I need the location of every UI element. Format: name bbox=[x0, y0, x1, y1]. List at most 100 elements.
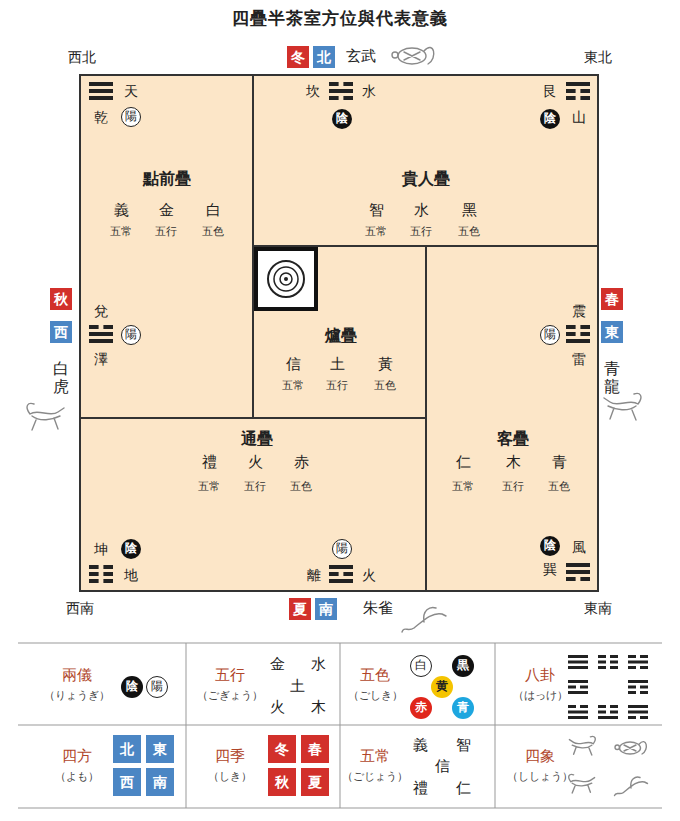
legend-heading: 兩儀 bbox=[62, 667, 92, 684]
mat-name: 貴人疊 bbox=[402, 170, 450, 188]
mat-name: 爐疊 bbox=[325, 327, 357, 345]
attribute-label: 土 bbox=[330, 356, 345, 373]
yin-circle: 陰 bbox=[332, 109, 352, 129]
symbol-label: 陰 bbox=[126, 680, 138, 694]
trigram-label: 巽 bbox=[543, 561, 557, 577]
season-box: 秋 bbox=[268, 768, 296, 796]
symbol-label: 黒 bbox=[457, 659, 469, 673]
table-lines bbox=[18, 643, 662, 808]
tatami-mat: 通疊禮火赤五常五行五色坤地離火陰陽 bbox=[80, 418, 426, 591]
direction-label: 東北 bbox=[584, 49, 612, 65]
trigram-label: 地 bbox=[124, 567, 138, 583]
legend-item: 仁 bbox=[456, 780, 471, 797]
symbol-label: 冬 bbox=[275, 741, 289, 757]
direction-box: 東 bbox=[146, 735, 174, 763]
legend-heading: 五色 bbox=[360, 667, 390, 684]
category-label: 五色 bbox=[202, 226, 224, 239]
reading-label: （ごじょう） bbox=[342, 771, 408, 784]
attribute-label: 木 bbox=[506, 454, 521, 471]
yin-circle: 陰 bbox=[121, 539, 141, 559]
symbol-label: 秋 bbox=[275, 774, 289, 790]
tatami-mat: 點前疊義金白五常五行五色乾天兌澤陽陽 bbox=[80, 75, 253, 418]
symbol-label: 北 bbox=[317, 49, 331, 65]
symbol-label: 北 bbox=[120, 741, 134, 757]
symbol-label: 陽 bbox=[544, 328, 556, 342]
color-circle: 青 bbox=[452, 697, 474, 719]
trigram-label: 天 bbox=[124, 83, 138, 99]
symbol-label: 夏 bbox=[308, 774, 322, 790]
direction-label: 西南 bbox=[66, 600, 94, 616]
beast-label: 白虎 bbox=[53, 360, 69, 395]
direction-label: 西北 bbox=[68, 49, 96, 65]
trigram-label: 離 bbox=[307, 567, 321, 583]
attribute-label: 黑 bbox=[462, 202, 477, 219]
legend-item: 信 bbox=[435, 758, 450, 775]
category-label: 五行 bbox=[244, 481, 266, 494]
symbol-label: 夏 bbox=[293, 601, 307, 617]
legend-heading: 五常 bbox=[360, 748, 390, 765]
attribute-label: 義 bbox=[114, 202, 129, 219]
symbol-label: 陽 bbox=[125, 328, 137, 342]
category-label: 五常 bbox=[110, 226, 132, 239]
category-label: 五行 bbox=[155, 226, 177, 239]
legend-heading: 四象 bbox=[525, 748, 555, 765]
room-floor bbox=[80, 75, 598, 591]
symbol-label: 陰 bbox=[336, 112, 348, 126]
symbol-label: 南 bbox=[153, 774, 167, 790]
trigram-label: 坎 bbox=[306, 83, 320, 99]
direction-box: 北 bbox=[113, 735, 141, 763]
category-label: 五色 bbox=[290, 481, 312, 494]
tatami-mat: 貴人疊智水黑五常五行五色坎水艮山陰陰 bbox=[253, 75, 598, 246]
trigram-label: 震 bbox=[572, 303, 586, 319]
symbol-label: 春 bbox=[605, 291, 619, 307]
legend-item: 金 bbox=[270, 656, 285, 673]
symbol-label: 青 bbox=[457, 701, 469, 715]
mat-name: 點前疊 bbox=[143, 170, 191, 188]
color-circle: 白 bbox=[410, 655, 432, 677]
direction-box: 南 bbox=[146, 768, 174, 796]
category-label: 五常 bbox=[282, 380, 304, 393]
reading-label: （ごしき） bbox=[348, 690, 403, 703]
tatami-mat: 爐疊信土黃五常五行五色 bbox=[253, 246, 426, 418]
symbol-label: 春 bbox=[308, 741, 322, 757]
attribute-label: 黃 bbox=[378, 356, 393, 373]
yin-circle: 陰 bbox=[540, 109, 560, 129]
symbol-label: 黄 bbox=[436, 680, 448, 694]
attribute-label: 禮 bbox=[202, 454, 217, 471]
category-label: 五色 bbox=[458, 226, 480, 239]
season-box: 春 bbox=[301, 735, 329, 763]
season-box: 夏 bbox=[301, 768, 329, 796]
trigrams bbox=[89, 82, 648, 719]
trigram-label: 山 bbox=[572, 109, 586, 125]
symbol-label: 南 bbox=[319, 601, 333, 617]
yang-circle: 陽 bbox=[121, 107, 141, 127]
hearth bbox=[256, 249, 316, 309]
direction-box: 西 bbox=[113, 768, 141, 796]
season-box: 秋 bbox=[50, 288, 72, 310]
category-label: 五常 bbox=[452, 481, 474, 494]
yang-circle: 陽 bbox=[540, 325, 560, 345]
season-box: 春 bbox=[601, 288, 623, 310]
symbol-label: 陰 bbox=[125, 542, 137, 556]
beast-label: 朱雀 bbox=[363, 600, 393, 617]
category-label: 五色 bbox=[374, 380, 396, 393]
trigram-label: 兌 bbox=[94, 303, 108, 319]
category-label: 五行 bbox=[326, 380, 348, 393]
symbol-label: 西 bbox=[120, 774, 134, 790]
trigram-label: 艮 bbox=[543, 83, 557, 99]
season-box: 冬 bbox=[268, 735, 296, 763]
direction-box: 南 bbox=[315, 598, 337, 620]
four-beasts bbox=[27, 48, 647, 796]
legend-item: 土 bbox=[290, 678, 305, 695]
beast-label: 玄武 bbox=[346, 48, 376, 65]
reading-label: （しき） bbox=[208, 771, 252, 784]
tatami-mat: 客疊仁木青五常五行五色震雷巽風陽陰 bbox=[426, 246, 598, 591]
legend-item: 木 bbox=[311, 699, 326, 716]
direction-label: 東南 bbox=[584, 600, 612, 616]
mat-name: 通疊 bbox=[241, 430, 273, 448]
mat-name: 客疊 bbox=[497, 430, 529, 448]
symbol-label: 東 bbox=[605, 324, 619, 340]
attribute-label: 智 bbox=[369, 202, 384, 219]
yang-circle: 陽 bbox=[121, 325, 141, 345]
direction-box: 北 bbox=[313, 46, 335, 68]
